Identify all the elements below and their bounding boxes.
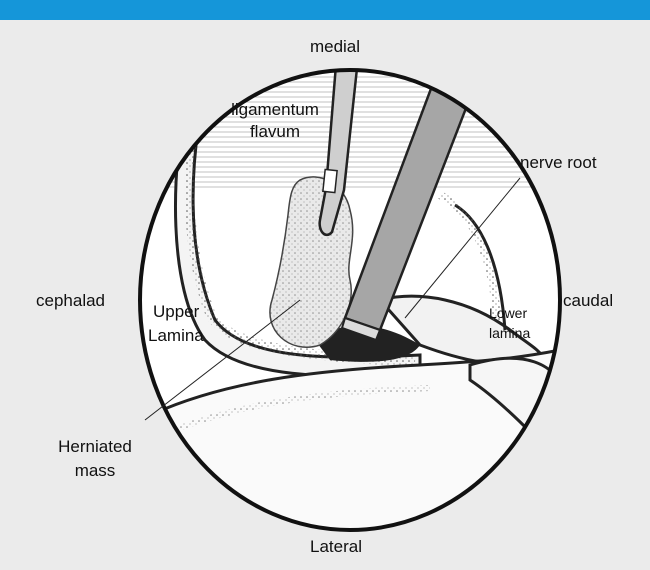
label-nerve-root: nerve root [520, 153, 597, 172]
label-ligamentum-line2: flavum [250, 122, 300, 141]
label-herniated-line1: Herniated [58, 437, 132, 456]
label-lower-lamina-line2: lamina [489, 325, 530, 341]
label-upper-lamina-line2: Lamina [148, 326, 204, 345]
label-upper-lamina-line1: Upper [153, 302, 200, 321]
label-lateral: Lateral [310, 537, 362, 556]
label-caudal: caudal [563, 291, 613, 310]
label-medial: medial [310, 37, 360, 56]
label-ligamentum-line1: ligamentum [231, 100, 319, 119]
label-cephalad: cephalad [36, 291, 105, 310]
label-lower-lamina-line1: Lower [489, 305, 527, 321]
label-herniated-line2: mass [75, 461, 116, 480]
